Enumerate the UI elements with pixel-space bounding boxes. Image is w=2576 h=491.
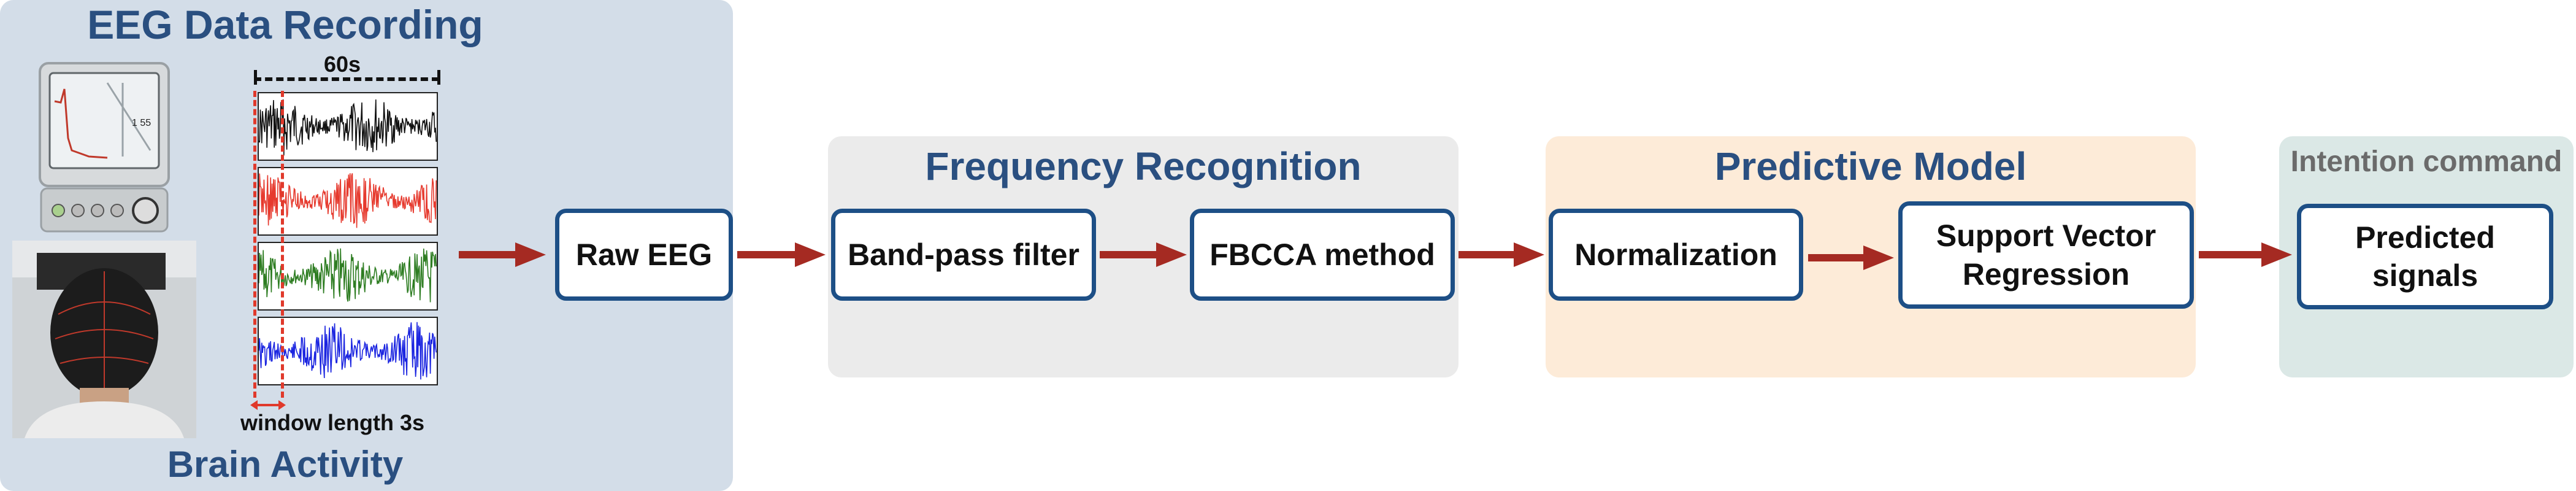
window-start-dashed-line	[253, 91, 256, 398]
eeg-waveform	[259, 322, 437, 380]
window-end-dashed-line	[281, 91, 284, 398]
eeg-signal-trace	[258, 92, 438, 161]
eeg-signal-trace	[258, 167, 438, 236]
arrow-fbcca-to-normalization	[1459, 242, 1544, 267]
monitor-device-illustration: 1 55	[39, 62, 170, 233]
support-vector-regression-node: Support Vector Regression	[1898, 201, 2194, 309]
eeg-signal-trace	[258, 317, 438, 385]
duration-tick-left	[254, 70, 257, 85]
svg-text:1 55: 1 55	[132, 118, 151, 128]
intention-command-title: Intention command	[2290, 145, 2563, 178]
predictive-model-title: Predictive Model	[1714, 144, 2027, 188]
eeg-signal-trace	[258, 242, 438, 311]
duration-tick-right	[437, 70, 440, 85]
subject-eeg-cap-photo	[12, 241, 196, 438]
fbcca-method-node: FBCCA method	[1190, 209, 1455, 301]
predicted-signals-node: Predicted signals	[2297, 204, 2553, 309]
eeg-waveform	[259, 99, 437, 156]
arrow-svr-to-predicted	[2199, 242, 2292, 267]
eeg-waveform-line	[259, 173, 437, 228]
eeg-recording-title: EEG Data Recording	[87, 2, 483, 47]
eeg-waveform-line	[259, 99, 437, 156]
window-length-label: window length 3s	[240, 410, 425, 435]
raw-eeg-node: Raw EEG	[555, 209, 733, 301]
eeg-waveform	[259, 248, 437, 303]
band-pass-filter-node: Band-pass filter	[831, 209, 1096, 301]
normalization-node: Normalization	[1549, 209, 1803, 301]
arrow-normalization-to-svr	[1808, 246, 1894, 270]
frequency-recognition-title: Frequency Recognition	[925, 144, 1362, 188]
duration-label: 60s	[324, 52, 361, 77]
window-length-arrow-icon	[250, 400, 286, 410]
arrow-band-pass-to-fbcca	[1100, 242, 1187, 267]
arrow-to-raw-eeg	[459, 242, 546, 267]
arrow-raw-eeg-to-band-pass	[737, 242, 826, 267]
duration-dashed-line	[254, 77, 439, 81]
brain-activity-label: Brain Activity	[167, 444, 404, 485]
eeg-waveform	[259, 173, 437, 228]
eeg-waveform-line	[259, 322, 437, 380]
eeg-waveform-line	[259, 248, 437, 303]
